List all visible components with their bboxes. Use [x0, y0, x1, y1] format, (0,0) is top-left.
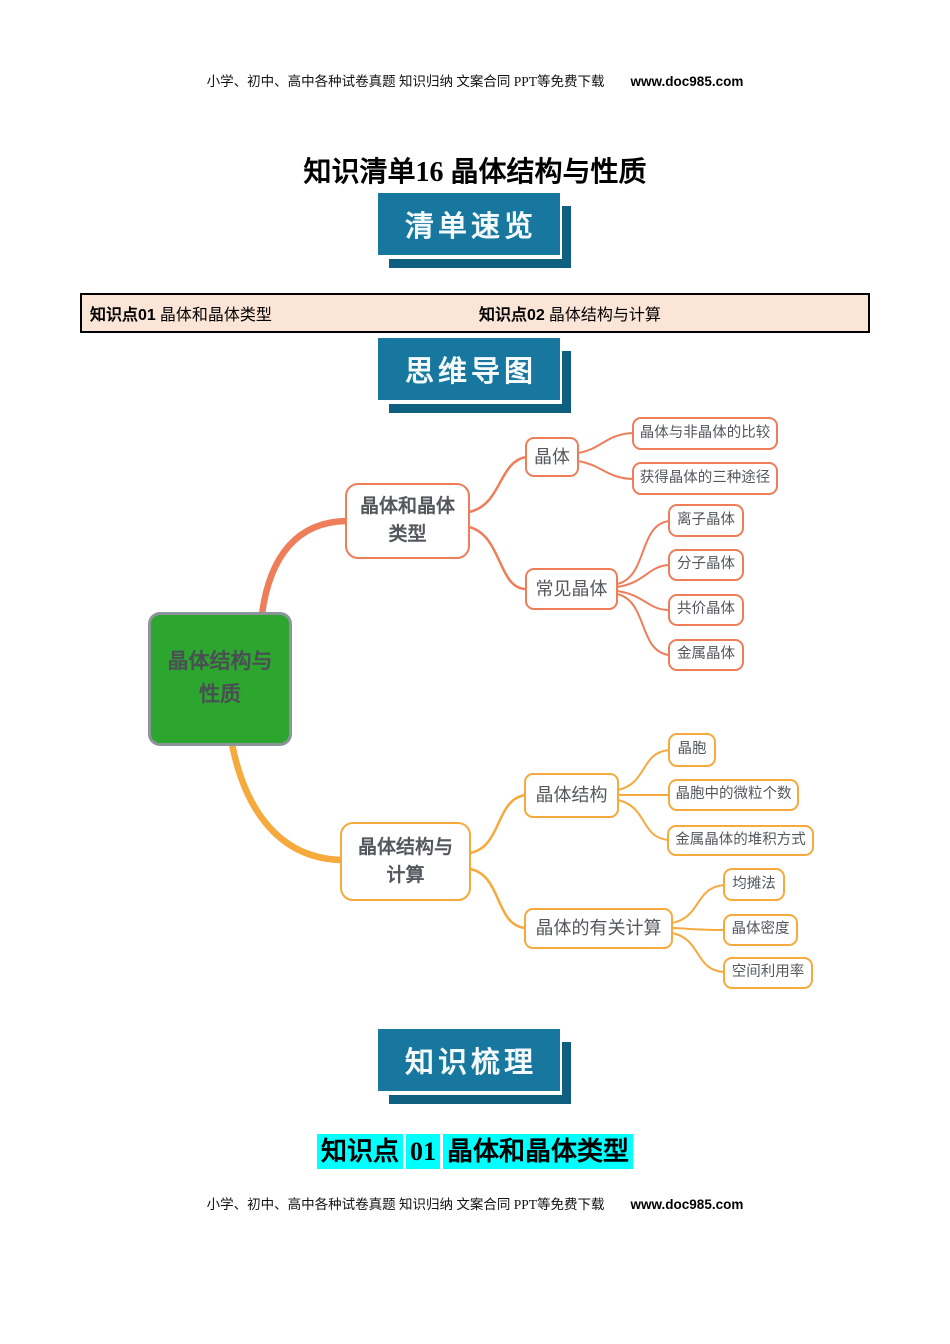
- mindmap-connectors: [228, 432, 725, 973]
- section-heading-number: 01: [406, 1134, 440, 1169]
- toc-item-1: 知识点01 晶体和晶体类型: [82, 301, 479, 325]
- footer-site-url-link[interactable]: www.doc985.com: [630, 1197, 744, 1212]
- section-heading-title: 晶体和晶体类型: [443, 1134, 634, 1169]
- mindmap-leaf-covalent-crystal: 共价晶体: [668, 594, 744, 626]
- footer-promo-text: 小学、初中、高中各种试卷真题 知识归纳 文案合同 PPT等免费下载: [206, 1197, 605, 1212]
- section-heading-label: 知识点: [316, 1134, 403, 1169]
- mindmap-node-crystal-calculations: 晶体的有关计算: [524, 908, 673, 949]
- mindmap-leaf-three-ways-to-obtain: 获得晶体的三种途径: [632, 462, 778, 495]
- toc-item-2-label: 知识点02: [479, 307, 545, 324]
- page-title: 知识清单16 晶体结构与性质: [303, 157, 647, 188]
- banner-mindmap: 思维导图: [378, 338, 571, 413]
- mindmap-node-structure-and-calculation: 晶体结构与计算: [340, 822, 471, 901]
- header-promo-text: 小学、初中、高中各种试卷真题 知识归纳 文案合同 PPT等免费下载: [206, 74, 605, 89]
- mindmap-leaf-unit-cell: 晶胞: [668, 733, 716, 767]
- mindmap-node-common-crystals: 常见晶体: [525, 568, 618, 610]
- toc-box: 知识点01 晶体和晶体类型 知识点02 晶体结构与计算: [80, 293, 870, 333]
- toc-item-2: 知识点02 晶体结构与计算: [479, 301, 661, 325]
- mindmap-leaf-metal-packing-modes: 金属晶体的堆积方式: [667, 825, 814, 856]
- page-footer: 小学、初中、高中各种试卷真题 知识归纳 文案合同 PPT等免费下载 www.doc…: [0, 1193, 950, 1213]
- mindmap-leaf-space-utilization: 空间利用率: [723, 957, 813, 989]
- mindmap-leaf-ionic-crystal: 离子晶体: [668, 504, 744, 537]
- page-header: 小学、初中、高中各种试卷真题 知识归纳 文案合同 PPT等免费下载 www.doc…: [0, 70, 950, 90]
- mindmap-leaf-crystal-density: 晶体密度: [723, 914, 798, 946]
- mindmap: 晶体结构与性质 晶体和晶体类型 晶体 晶体与非晶体的比较 获得晶体的三种途径 常…: [0, 405, 950, 1015]
- mindmap-leaf-sharing-method: 均摊法: [723, 868, 785, 901]
- toc-item-1-title: 晶体和晶体类型: [159, 307, 272, 324]
- mindmap-node-crystal-and-types: 晶体和晶体类型: [345, 483, 470, 559]
- mindmap-root-node: 晶体结构与性质: [148, 612, 292, 746]
- mindmap-leaf-particles-in-unit-cell: 晶胞中的微粒个数: [668, 779, 799, 811]
- mindmap-leaf-metallic-crystal: 金属晶体: [668, 639, 744, 671]
- mindmap-leaf-crystal-vs-amorphous: 晶体与非晶体的比较: [632, 417, 778, 450]
- banner-overview: 清单速览: [378, 193, 571, 268]
- mindmap-leaf-molecular-crystal: 分子晶体: [668, 549, 744, 581]
- mindmap-node-crystal-structure: 晶体结构: [524, 773, 619, 818]
- banner-knowledge: 知识梳理: [378, 1029, 571, 1104]
- toc-item-2-title: 晶体结构与计算: [548, 307, 661, 324]
- site-url-link[interactable]: www.doc985.com: [630, 74, 744, 89]
- mindmap-node-crystal: 晶体: [525, 437, 579, 477]
- toc-item-1-label: 知识点01: [90, 307, 156, 324]
